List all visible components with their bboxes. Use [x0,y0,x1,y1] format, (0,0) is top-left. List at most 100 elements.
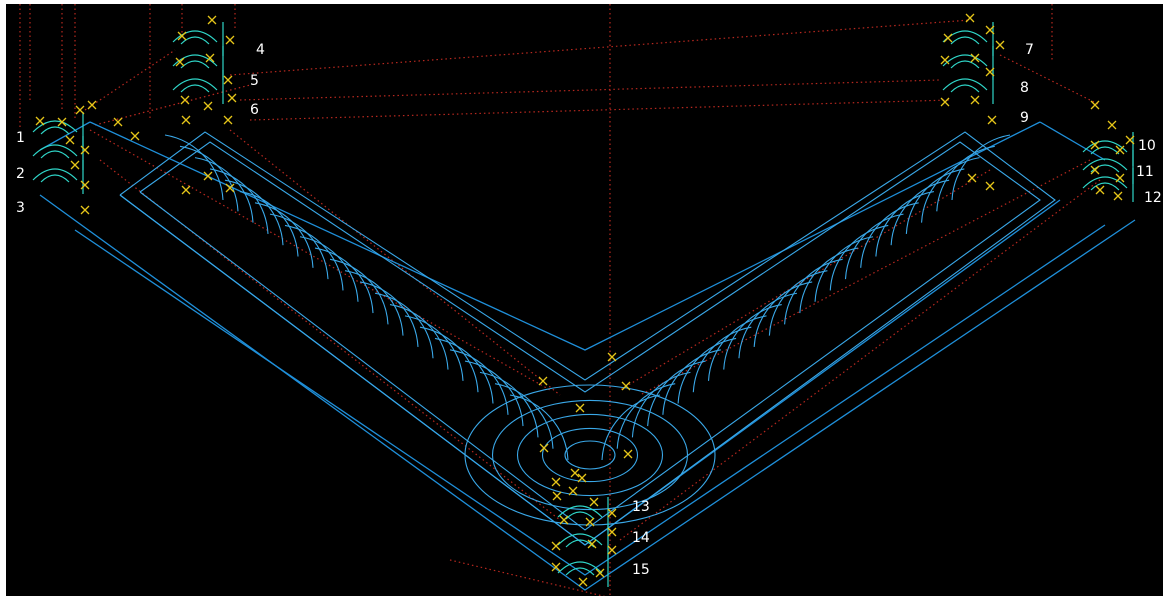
step-label-5: 5 [250,73,259,89]
x-marker-icon [940,55,950,65]
toolpath-arc [449,349,509,415]
x-marker-icon [970,53,980,63]
step-label-10: 10 [1138,138,1156,154]
toolpath-arc [905,168,965,234]
x-marker-icon [205,53,215,63]
toolpath-arc [829,224,889,291]
toolpath-arc [194,157,254,223]
x-marker-icon [1090,165,1100,175]
toolpath-arc [723,304,782,370]
x-marker-icon [578,577,588,587]
toolpath-arc [616,383,676,449]
x-marker-icon [227,93,237,103]
step-label-15: 15 [632,562,650,578]
toolpath-arc [799,247,858,314]
step-label-11: 11 [1136,164,1154,180]
x-marker-icon [1107,120,1117,130]
x-marker-icon [551,562,561,572]
x-marker-icon [203,171,213,181]
x-marker-icon [987,115,997,125]
toolpath-arc [662,349,721,415]
x-marker-icon [570,468,580,478]
corner-ring [516,413,664,497]
lead-in-ramp [172,78,218,93]
x-marker-icon [80,205,90,215]
lead-in-ramp [942,78,988,93]
step-label-9: 9 [1020,110,1029,126]
step-labels: 1 2 3 4 5 6 7 8 9 10 11 12 13 14 15 [16,42,1162,578]
x-marker-icon [607,545,617,555]
toolpath-arc [374,292,434,359]
toolpath-arc [844,213,904,280]
toolpath-arc [951,134,1011,201]
corner-ring [491,399,689,511]
x-marker-icon [70,160,80,170]
x-marker-icon [203,101,213,111]
toolpath-arc [692,326,752,393]
x-marker-icon [1090,100,1100,110]
x-marker-icon [595,568,605,578]
toolpath-arc [875,190,935,257]
x-marker-icon [1095,185,1105,195]
lead-in-ramp [557,561,603,576]
step-label-13: 13 [632,499,650,515]
cam-viewport[interactable]: 1 2 3 4 5 6 7 8 9 10 11 12 13 14 15 [6,4,1163,596]
step-label-4: 4 [256,42,265,58]
toolpath-arc [784,258,843,325]
toolpath-arc [239,190,299,257]
toolpath-arc [814,236,874,302]
lead-in-ramp [32,168,78,183]
toolpath-arc [479,371,539,438]
x-marker-icon [538,376,548,386]
toolpath-arc [344,270,404,336]
x-marker-icon [985,67,995,77]
x-marker-icon [80,145,90,155]
toolpath-arc [753,281,813,347]
x-marker-icon [80,180,90,190]
x-marker-icon [75,105,85,115]
step-label-2: 2 [16,166,25,182]
x-marker-icon [943,33,953,43]
x-marker-icon [1090,140,1100,150]
lead-in-moves [32,22,1134,587]
lead-in-ramp [557,505,603,520]
x-marker-icon [1125,135,1135,145]
x-marker-icon [181,185,191,195]
x-marker-icon [1115,173,1125,183]
toolpath-arc [329,258,389,325]
step-label-3: 3 [16,200,25,216]
lead-in-ramp [1082,176,1128,191]
x-marker-icon [568,486,578,496]
x-marker-icon [607,527,617,537]
toolpath-arc [359,281,419,347]
step-label-12: 12 [1144,190,1162,206]
x-marker-icon [985,181,995,191]
x-marker-icon [35,116,45,126]
x-marker-icon [940,97,950,107]
corner-ring [464,384,716,526]
toolpath-arc [768,270,828,336]
pocket-boundary [119,131,1056,546]
toolpath-arc [936,145,995,212]
x-marker-icon [607,352,617,362]
x-marker-icon [559,515,569,525]
x-marker-icon [1115,145,1125,155]
x-marker-icon [35,13,1135,587]
x-marker-icon [225,183,235,193]
lead-in-ramp [32,120,78,135]
x-marker-icon [607,508,617,518]
x-marker-icon [967,173,977,183]
x-marker-icon [965,13,975,23]
toolpath-arc [494,383,554,449]
toolpath-arc [921,157,980,223]
pocket-boundary-inner [139,141,1041,531]
x-marker-icon [539,443,549,453]
toolpath-arc [254,202,314,268]
step-label-6: 6 [250,102,259,118]
x-marker-icon [113,117,123,127]
x-marker-icon [575,403,585,413]
step-label-14: 14 [632,530,650,546]
toolpath-arc [224,179,284,246]
x-marker-icon [587,539,597,549]
x-marker-icon [621,381,631,391]
